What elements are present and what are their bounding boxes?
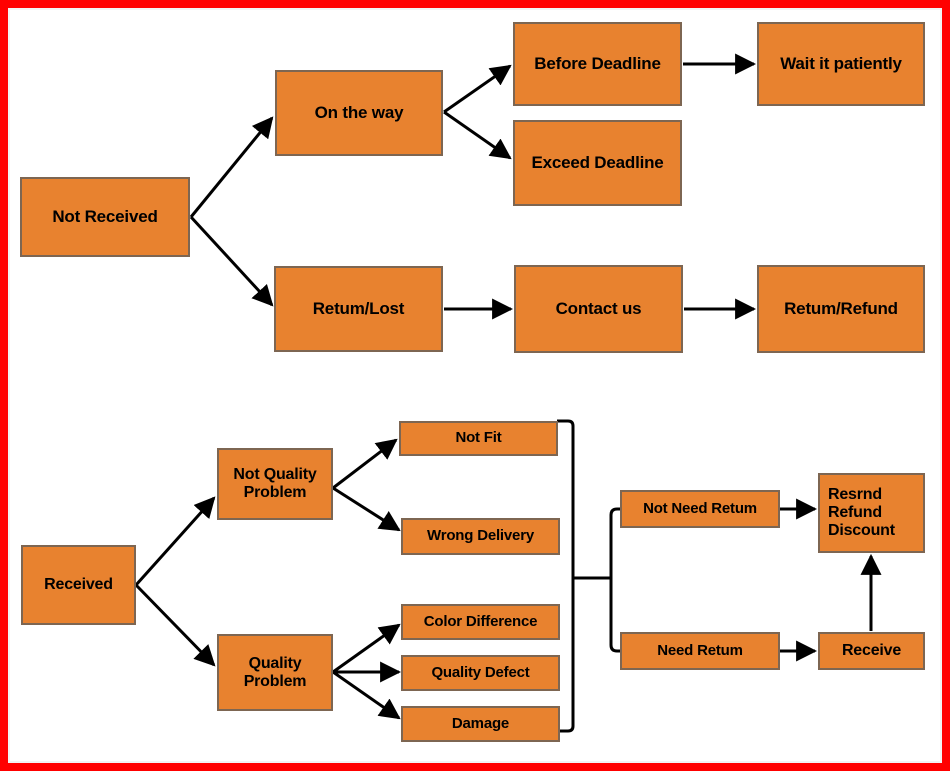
edge-on-the-way-to-before-deadline bbox=[443, 64, 512, 114]
node-not-fit[interactable]: Not Fit bbox=[399, 421, 558, 456]
edge-quality-problem-to-color-difference bbox=[332, 623, 401, 674]
edge-received-to-not-quality-problem bbox=[134, 496, 216, 587]
node-color-difference[interactable]: Color Difference bbox=[401, 604, 560, 640]
edge-received-to-quality-problem bbox=[134, 583, 216, 667]
node-wait-it-patiently[interactable]: Wait it patiently bbox=[757, 22, 925, 106]
edge-not-received-to-on-the-way bbox=[189, 116, 274, 218]
node-return-refund[interactable]: Retum/Refund bbox=[757, 265, 925, 353]
node-contact-us[interactable]: Contact us bbox=[514, 265, 683, 353]
node-wrong-delivery[interactable]: Wrong Delivery bbox=[401, 518, 560, 555]
node-return-lost[interactable]: Retum/Lost bbox=[274, 266, 443, 352]
node-receive[interactable]: Receive bbox=[818, 632, 925, 670]
edge-not-received-to-return-lost bbox=[189, 215, 274, 307]
node-received[interactable]: Received bbox=[21, 545, 136, 625]
node-need-return[interactable]: Need Retum bbox=[620, 632, 780, 670]
split-bracket-return-decision bbox=[609, 507, 623, 578]
node-quality-defect[interactable]: Quality Defect bbox=[401, 655, 560, 691]
node-damage[interactable]: Damage bbox=[401, 706, 560, 742]
node-on-the-way[interactable]: On the way bbox=[275, 70, 443, 156]
edge-on-the-way-to-exceed-deadline bbox=[443, 110, 512, 160]
split-bracket-need-return bbox=[609, 578, 623, 653]
node-exceed-deadline[interactable]: Exceed Deadline bbox=[513, 120, 682, 206]
edge-not-quality-problem-to-not-fit bbox=[332, 438, 398, 490]
node-not-need-return[interactable]: Not Need Retum bbox=[620, 490, 780, 528]
node-not-quality-problem[interactable]: Not Quality Problem bbox=[217, 448, 333, 520]
merge-bracket-reasons bbox=[557, 419, 575, 733]
edge-not-quality-problem-to-wrong-delivery bbox=[332, 486, 401, 532]
edge-quality-problem-to-damage bbox=[332, 670, 401, 720]
node-not-received[interactable]: Not Received bbox=[20, 177, 190, 257]
node-resend-refund-discount[interactable]: Resrnd Refund Discount bbox=[818, 473, 925, 553]
node-before-deadline[interactable]: Before Deadline bbox=[513, 22, 682, 106]
node-quality-problem[interactable]: Quality Problem bbox=[217, 634, 333, 711]
